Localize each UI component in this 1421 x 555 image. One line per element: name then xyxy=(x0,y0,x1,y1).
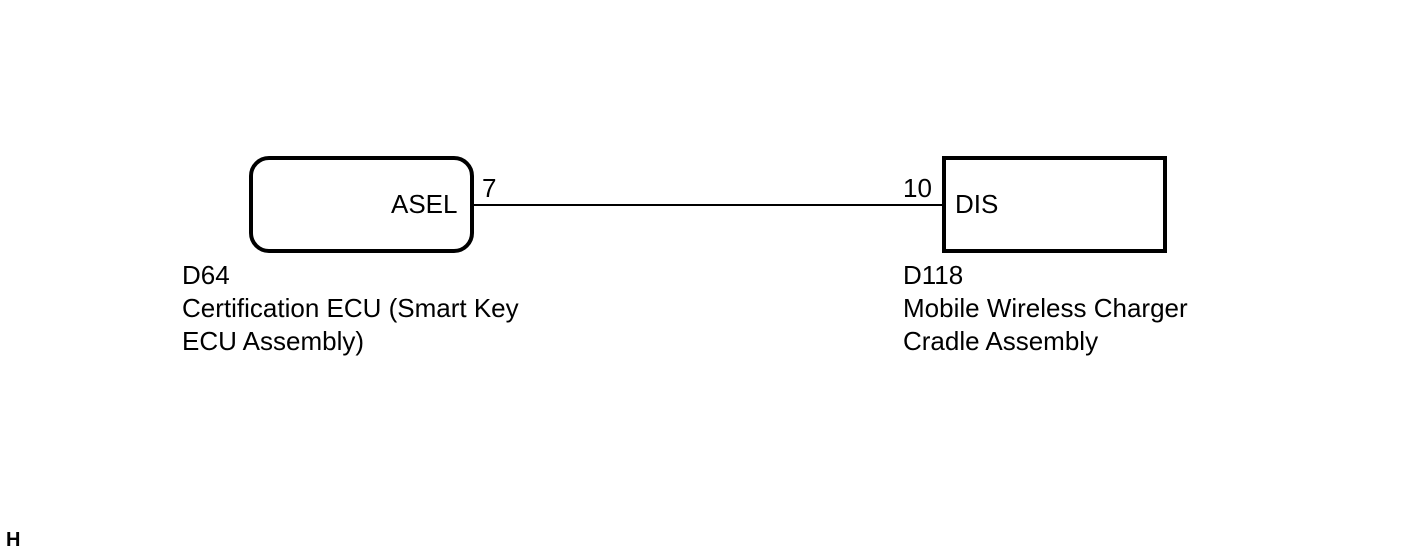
left-description-line-2: ECU Assembly) xyxy=(182,326,365,356)
left-connector-code: D64 xyxy=(182,260,230,290)
right-terminal-name: DIS xyxy=(955,189,999,219)
left-pin-number: 7 xyxy=(482,173,497,203)
right-pin-number: 10 xyxy=(903,173,932,203)
left-terminal-name: ASEL xyxy=(391,189,458,219)
left-description-line-1: Certification ECU (Smart Key xyxy=(182,293,519,323)
right-description-line-2: Cradle Assembly xyxy=(903,326,1099,356)
right-description-line-1: Mobile Wireless Charger xyxy=(903,293,1188,323)
right-connector-code: D118 xyxy=(903,260,964,290)
sheet-mark: H xyxy=(6,529,21,551)
